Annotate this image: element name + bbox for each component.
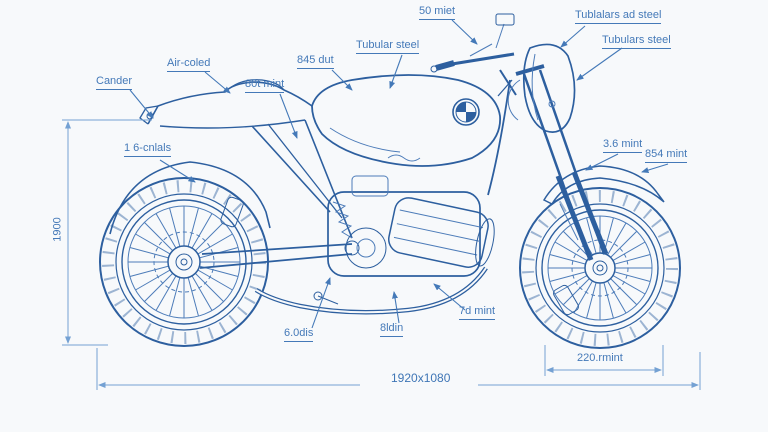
front-fender bbox=[542, 165, 665, 241]
callout-16-cnlals: 1 6-cnlals bbox=[124, 143, 172, 157]
fuel-tank bbox=[311, 74, 501, 167]
dimension-overall-height: 1900 bbox=[51, 217, 64, 242]
callout-854-mint: 854 mint bbox=[645, 149, 688, 163]
callout-tubulars-steel: Tubulars steel bbox=[602, 35, 671, 49]
callout-7d-mint: 7d mint bbox=[459, 306, 496, 320]
front-wheel bbox=[519, 187, 681, 349]
dimension-overall-length: 1920x1080 bbox=[385, 372, 457, 384]
dimension-front-wheel-width: 220.rmint bbox=[577, 352, 623, 364]
windscreen-cowl bbox=[507, 43, 576, 133]
callout-8ldin: 8ldin bbox=[380, 323, 404, 337]
front-fork bbox=[499, 64, 609, 261]
rear-wheel bbox=[99, 177, 269, 347]
callout-leader-lines bbox=[129, 19, 669, 329]
tail-seat-cowl bbox=[139, 79, 313, 129]
exhaust-pipe bbox=[254, 266, 488, 315]
callout-60dis: 6.0dis bbox=[284, 328, 314, 342]
bmw-roundel-icon bbox=[452, 98, 480, 126]
dimension-lines bbox=[62, 119, 701, 390]
callout-80t-mint: 80t mint bbox=[245, 79, 285, 93]
callout-50-miet: 50 miet bbox=[419, 6, 456, 20]
callout-tubular-steel: Tubular steel bbox=[356, 40, 420, 54]
callout-36-mint: 3.6 mint bbox=[603, 139, 643, 153]
engine bbox=[313, 175, 495, 305]
callout-cander: Cander bbox=[96, 76, 133, 90]
rear-fender bbox=[109, 161, 271, 235]
frame-swingarm bbox=[199, 79, 513, 269]
callout-845-dut: 845 dut bbox=[297, 55, 334, 69]
callout-tublalars-ad-steel: Tublalars ad steel bbox=[575, 10, 662, 24]
handlebar bbox=[430, 13, 515, 73]
callout-air-coled: Air-coled bbox=[167, 58, 211, 72]
